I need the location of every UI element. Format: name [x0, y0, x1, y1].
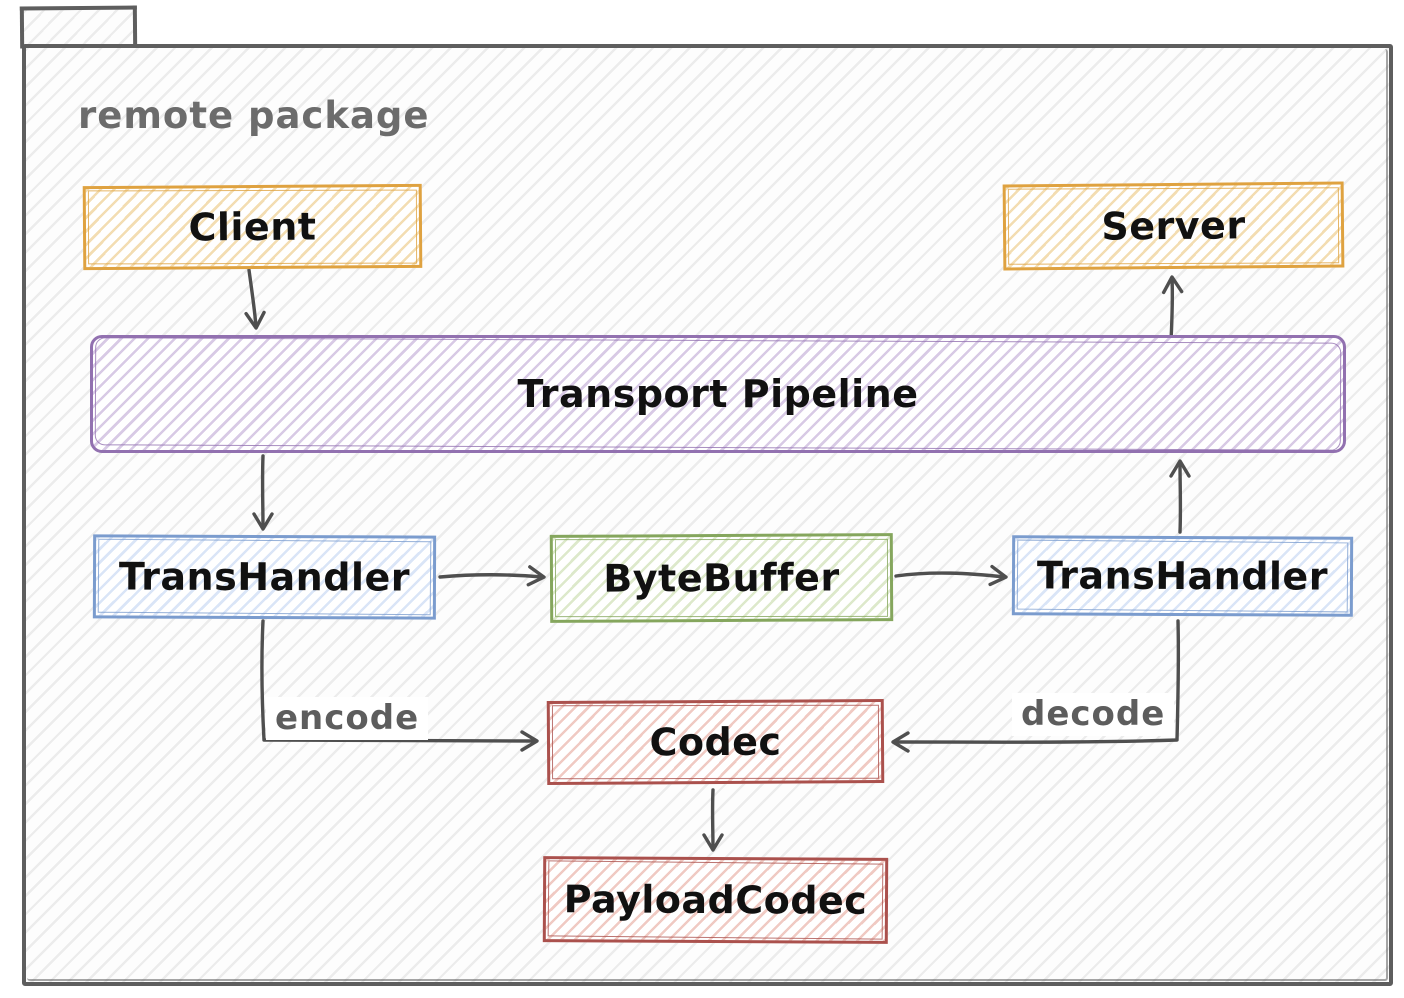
edge-label-decode: decode [1012, 693, 1175, 737]
node-server: Server [1002, 181, 1345, 271]
edge-label-encode: encode [266, 697, 429, 741]
node-client-label: Client [188, 204, 317, 250]
node-transport-pipeline-label: Transport Pipeline [517, 372, 919, 416]
package-folder-tab [19, 5, 138, 49]
node-bytebuffer-label: ByteBuffer [603, 555, 840, 601]
node-server-label: Server [1101, 203, 1246, 249]
node-bytebuffer: ByteBuffer [549, 533, 894, 623]
node-transhandler-left: TransHandler [92, 534, 437, 620]
node-transhandler-left-label: TransHandler [118, 554, 411, 600]
node-transhandler-right-label: TransHandler [1036, 553, 1329, 599]
node-transhandler-right: TransHandler [1011, 535, 1354, 617]
node-client: Client [82, 183, 423, 271]
node-payloadcodec: PayloadCodec [542, 856, 889, 944]
node-codec-label: Codec [649, 719, 782, 765]
node-codec: Codec [546, 698, 885, 786]
node-payloadcodec-label: PayloadCodec [563, 877, 868, 923]
node-transport-pipeline: Transport Pipeline [90, 335, 1346, 453]
package-title: remote package [78, 94, 430, 137]
